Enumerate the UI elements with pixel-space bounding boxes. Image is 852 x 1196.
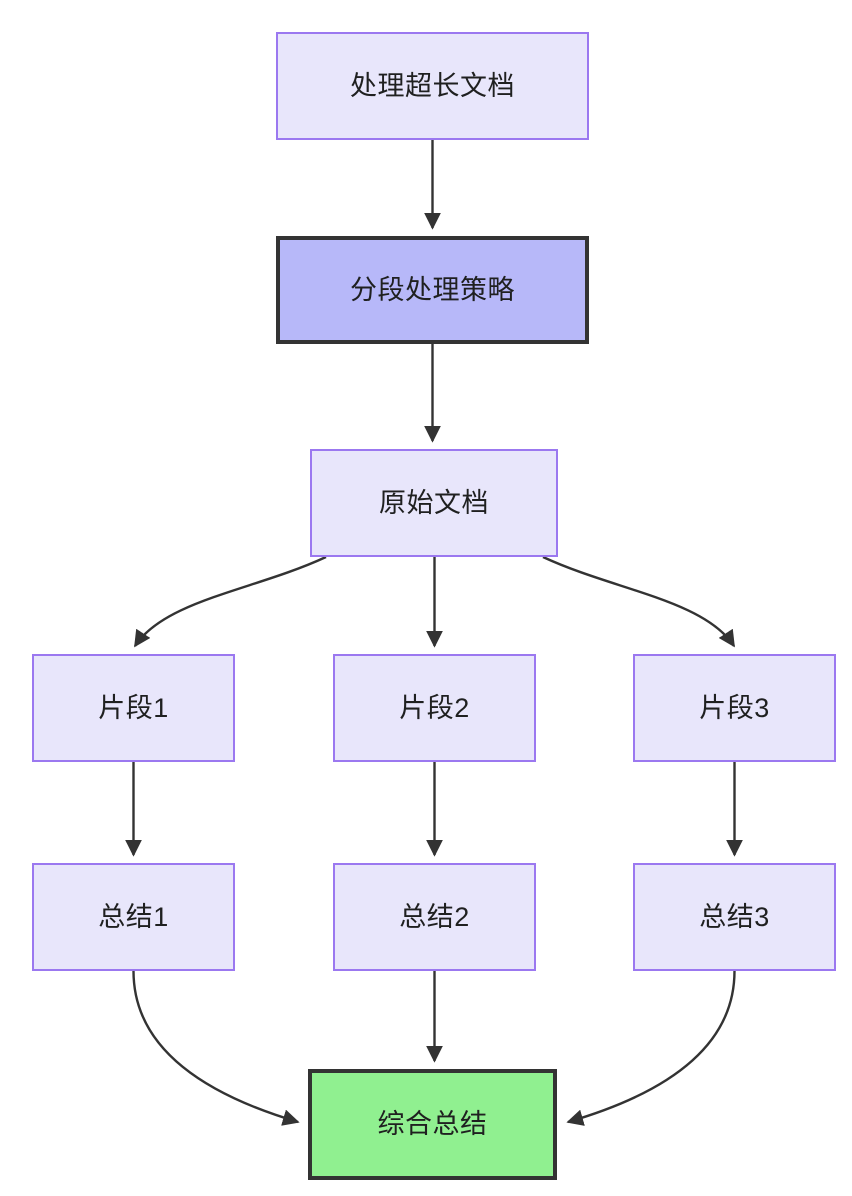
- node-chunk-2[interactable]: 片段2: [333, 654, 536, 762]
- node-label: 片段2: [399, 692, 470, 723]
- node-chunk-1[interactable]: 片段1: [32, 654, 235, 762]
- node-label: 总结1: [98, 901, 169, 932]
- node-combined-summary[interactable]: 综合总结: [308, 1069, 557, 1180]
- node-summary-3[interactable]: 总结3: [633, 863, 836, 971]
- node-label: 片段1: [98, 692, 169, 723]
- node-chunking-strategy[interactable]: 分段处理策略: [276, 236, 589, 344]
- node-label: 总结3: [699, 901, 770, 932]
- node-label: 综合总结: [377, 1109, 488, 1140]
- edge-source-to-chunk3: [542, 555, 736, 648]
- edge-sum1-to-final: [132, 970, 300, 1126]
- node-chunk-3[interactable]: 片段3: [633, 654, 836, 762]
- edge-source-to-chunk1: [133, 555, 327, 648]
- node-label: 分段处理策略: [350, 274, 515, 305]
- node-label: 总结2: [399, 901, 470, 932]
- node-label: 原始文档: [379, 487, 489, 518]
- node-process-long-document[interactable]: 处理超长文档: [276, 32, 589, 140]
- node-label: 处理超长文档: [350, 70, 515, 101]
- node-summary-2[interactable]: 总结2: [333, 863, 536, 971]
- node-source-document[interactable]: 原始文档: [310, 449, 558, 557]
- node-summary-1[interactable]: 总结1: [32, 863, 235, 971]
- edge-sum3-to-final: [566, 970, 736, 1126]
- node-label: 片段3: [699, 692, 770, 723]
